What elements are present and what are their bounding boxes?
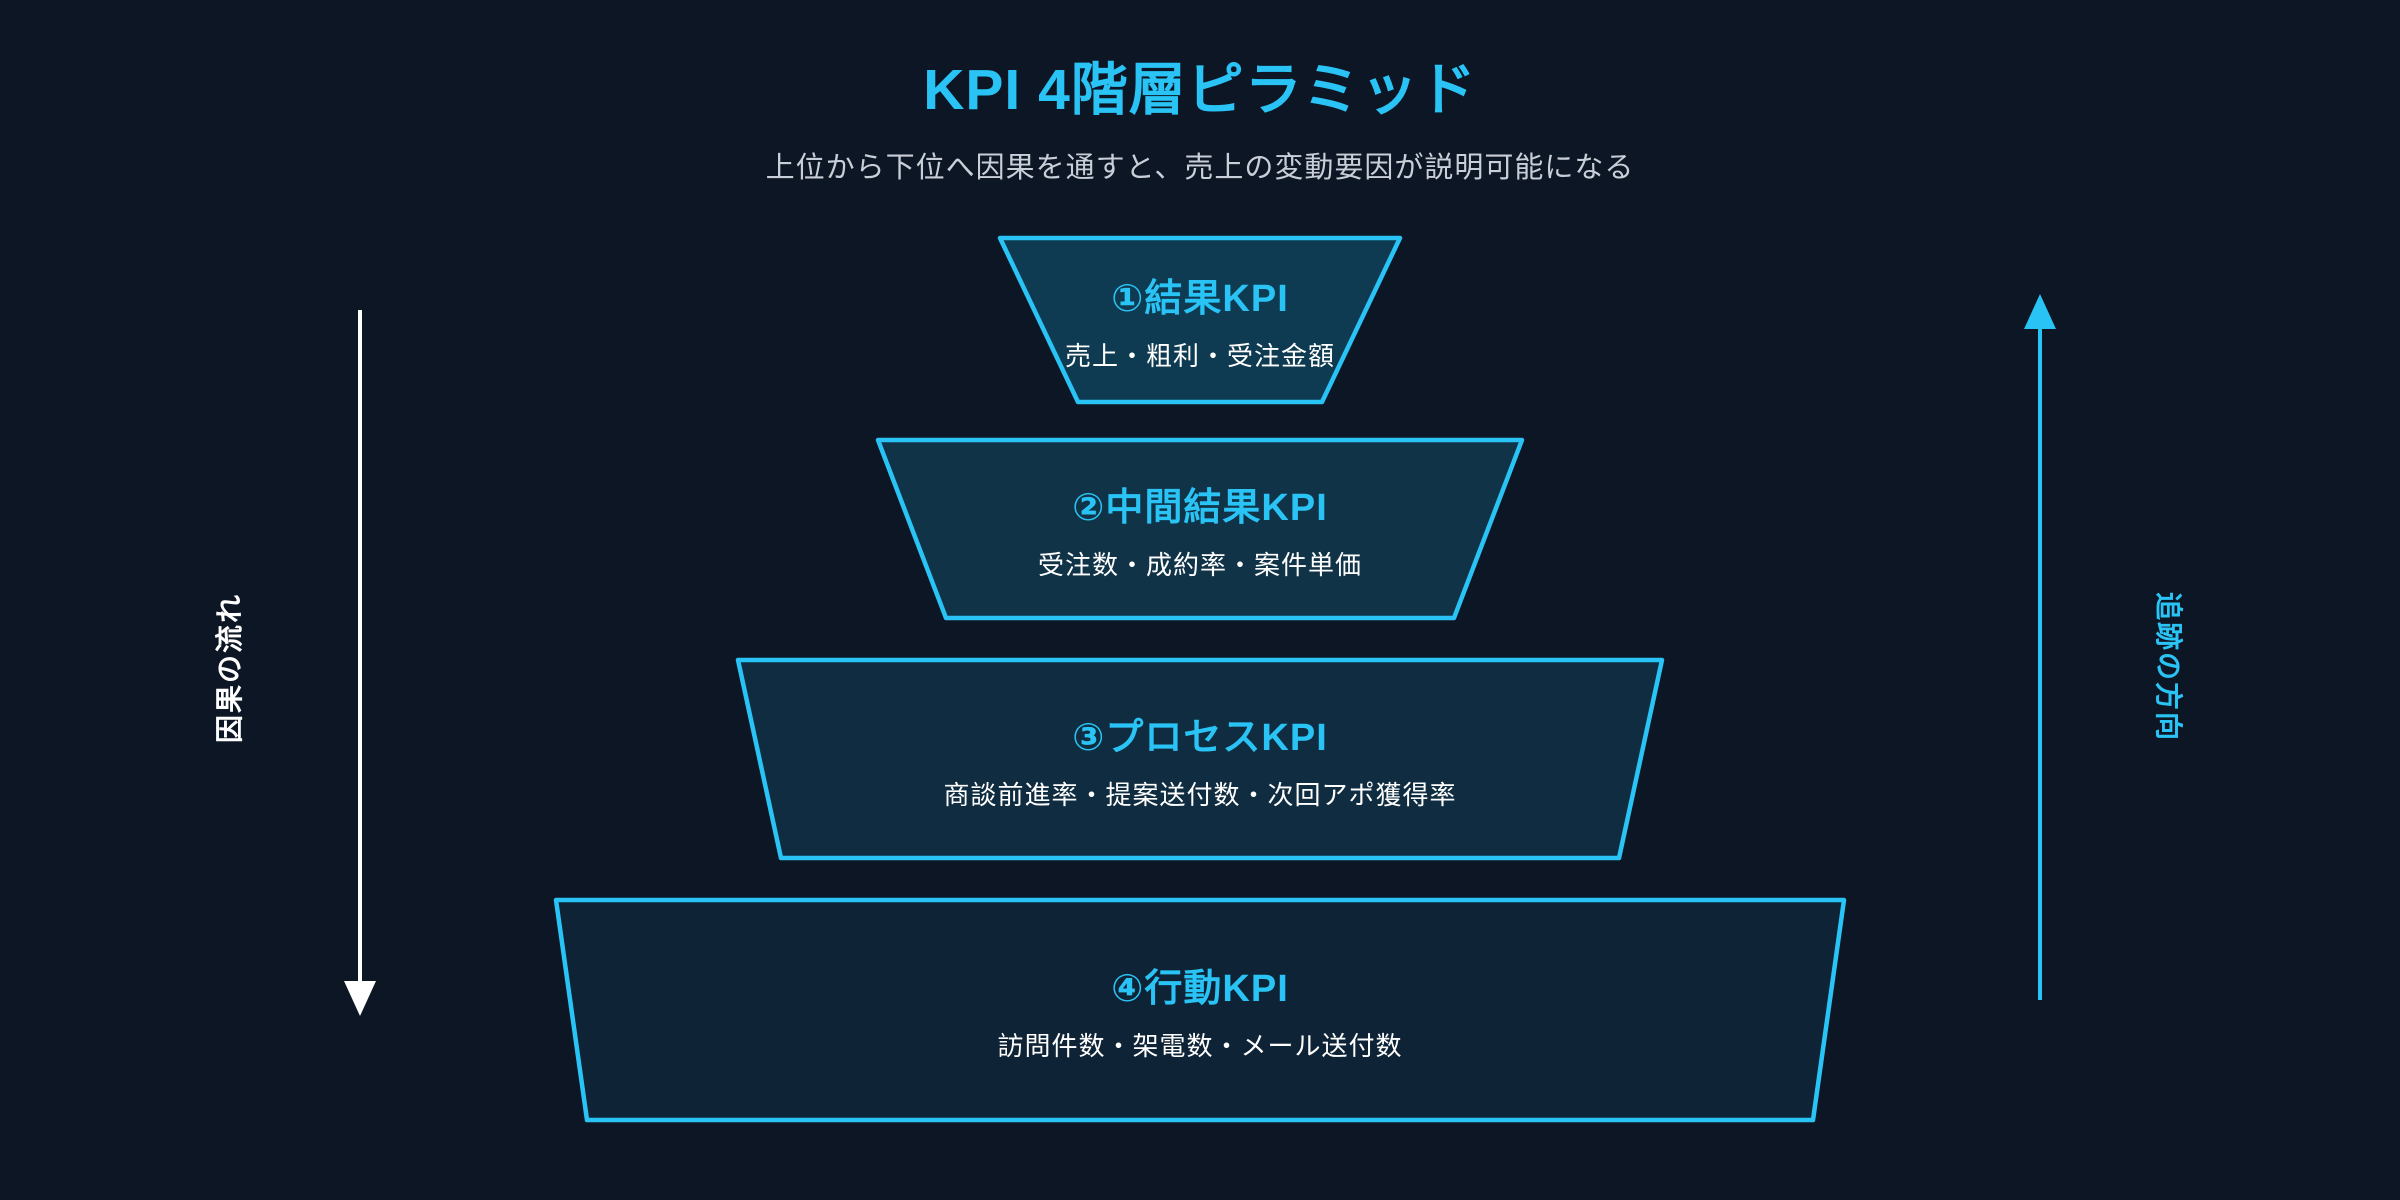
pyramid-layer-4: ④行動KPI 訪問件数・架電数・メール送付数 <box>556 900 1844 1120</box>
layer-3-heading: ③プロセスKPI <box>1072 717 1328 759</box>
page-subtitle: 上位から下位へ因果を通すと、売上の変動要因が説明可能になる <box>765 152 1635 184</box>
layer-1-metrics: 売上・粗利・受注金額 <box>1064 341 1335 371</box>
layer-4-metrics: 訪問件数・架電数・メール送付数 <box>997 1031 1403 1061</box>
pyramid-layer-3-shape <box>735 657 1665 861</box>
layer-1-heading: ①結果KPI <box>1111 278 1289 320</box>
pyramid-layer-2: ②中間結果KPI 受注数・成約率・案件単価 <box>878 440 1522 618</box>
causal-flow-arrow-head <box>344 981 376 1016</box>
pyramid-layer-4-shape <box>553 897 1847 1123</box>
page-title: KPI 4階層ピラミッド <box>923 58 1477 122</box>
layer-2-heading: ②中間結果KPI <box>1072 487 1328 529</box>
pyramid-layer-2-shape <box>875 437 1525 621</box>
tracking-direction-arrow-head <box>2024 294 2056 329</box>
pyramid-layer-1-shape <box>997 235 1403 405</box>
layer-3-metrics: 商談前進率・提案送付数・次回アポ獲得率 <box>943 780 1457 810</box>
tracking-direction-label: 追跡の方向 <box>2153 591 2184 742</box>
layer-4-heading: ④行動KPI <box>1111 968 1289 1010</box>
layer-2-metrics: 受注数・成約率・案件単価 <box>1037 550 1362 580</box>
pyramid-layer-3: ③プロセスKPI 商談前進率・提案送付数・次回アポ獲得率 <box>738 660 1662 858</box>
causal-flow-label: 因果の流れ <box>214 593 245 744</box>
pyramid-layer-1: ①結果KPI 売上・粗利・受注金額 <box>1000 238 1400 402</box>
